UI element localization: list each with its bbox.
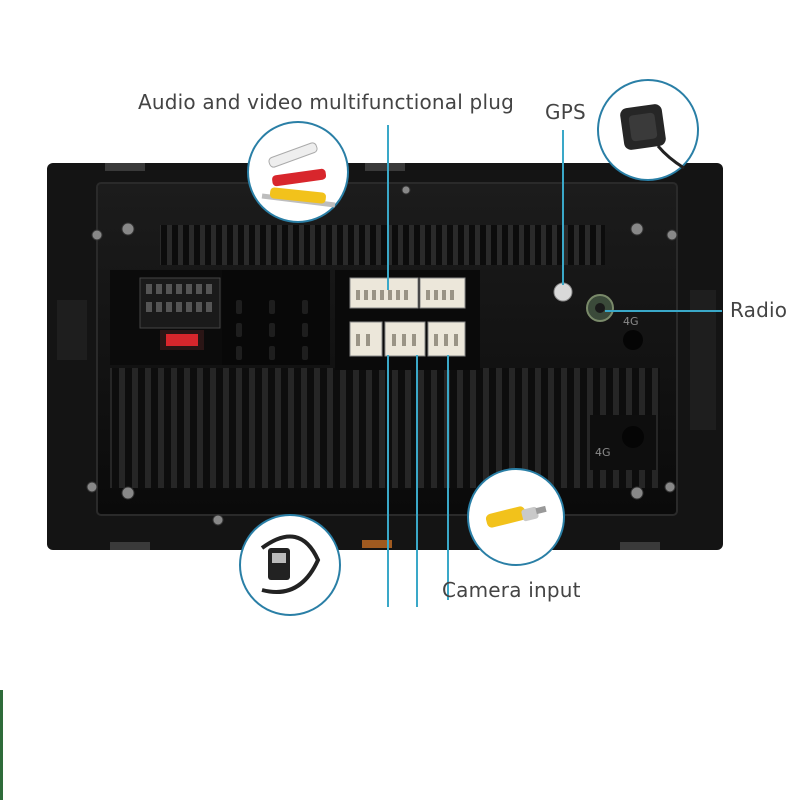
- label-av-plug: Audio and video multifunctional plug: [138, 90, 514, 114]
- gps-antenna-icon: [597, 79, 699, 181]
- top-heatsink: [160, 225, 605, 265]
- left-edge-strip: [0, 690, 3, 800]
- screws: [86, 185, 678, 526]
- main-heatsink: [110, 368, 660, 488]
- leader-lines: [387, 125, 722, 607]
- rca-av-cable-icon: [247, 121, 349, 223]
- label-gps: GPS: [545, 100, 586, 124]
- usb-cable-icon: [239, 514, 341, 616]
- 4g-mark-bottom: 4G: [595, 446, 611, 459]
- av-sockets: [335, 270, 480, 370]
- camera-rca-plug-icon: [467, 468, 565, 566]
- vent-slots: [222, 270, 330, 365]
- label-radio: Radio: [730, 298, 788, 322]
- label-camera-input: Camera input: [442, 578, 581, 602]
- iso-connector: [110, 270, 222, 365]
- 4g-mark-top: 4G: [623, 315, 639, 328]
- antenna-ports: [553, 282, 656, 470]
